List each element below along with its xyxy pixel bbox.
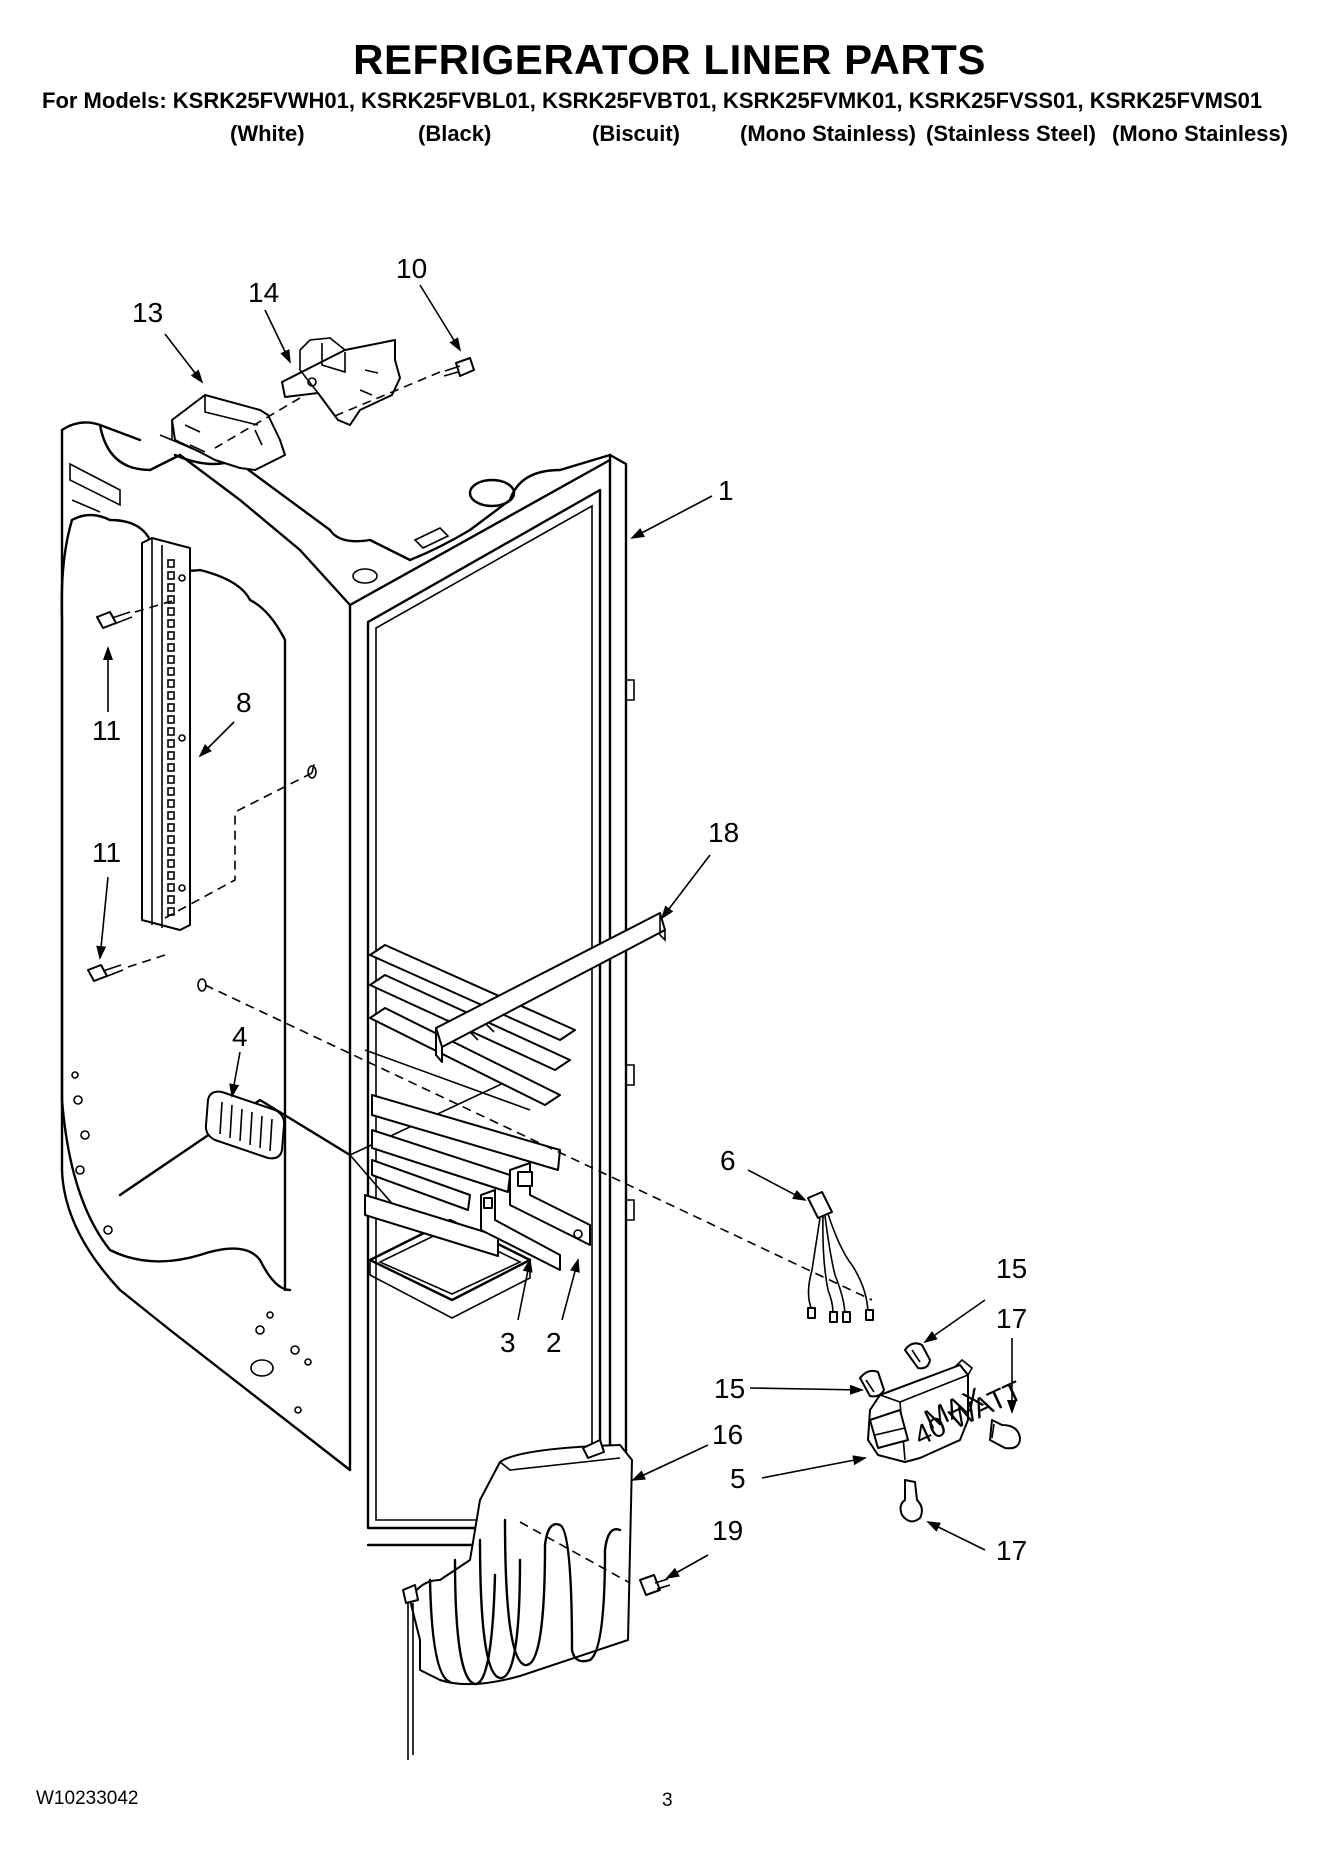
callout-14: 14	[248, 277, 279, 308]
part-17-bulb-upper	[989, 1419, 1021, 1450]
doc-number: W10233042	[36, 1788, 139, 1809]
part-13-control-housing	[159, 394, 286, 471]
track-slot	[167, 691, 175, 700]
callout-11-lower: 11	[92, 837, 121, 868]
track-slot	[167, 739, 175, 748]
callout-arrows	[96, 284, 1017, 1579]
variant-mono-stainless-2: (Mono Stainless)	[1112, 121, 1289, 146]
track-slot	[167, 727, 175, 736]
track-slot	[167, 799, 175, 808]
page-number: 3	[662, 1790, 673, 1811]
track-slot	[167, 811, 175, 820]
variant-white: (White)	[230, 121, 305, 146]
track-slot	[167, 835, 175, 844]
part-6-wire-harness	[807, 1191, 874, 1323]
part-17-bulb-lower	[899, 1479, 923, 1523]
callout-4: 4	[232, 1021, 248, 1052]
part-11-screw-lower	[87, 964, 124, 982]
part-15-clip-lower	[859, 1369, 885, 1398]
variant-stainless-steel: (Stainless Steel)	[926, 121, 1096, 146]
variant-mono-stainless-1: (Mono Stainless)	[740, 121, 917, 146]
track-slot	[167, 631, 175, 640]
track-slot	[167, 823, 175, 832]
callout-2: 2	[546, 1327, 562, 1358]
part-8-track	[141, 537, 191, 931]
variant-black: (Black)	[418, 121, 492, 146]
callout-10: 10	[396, 253, 427, 284]
track-slot	[167, 871, 175, 880]
track-slot	[167, 667, 175, 676]
callout-8: 8	[236, 687, 252, 718]
parts-2-3-brackets	[480, 1162, 591, 1271]
callout-17-upper: 17	[996, 1303, 1027, 1334]
callout-16: 16	[712, 1419, 743, 1450]
track-slot	[167, 655, 175, 664]
track-slot	[167, 859, 175, 868]
track-slot	[167, 571, 175, 580]
callout-19: 19	[712, 1515, 743, 1546]
track-slot	[167, 847, 175, 856]
track-slot	[167, 775, 175, 784]
callout-17-lower: 17	[996, 1535, 1027, 1566]
callout-13: 13	[132, 297, 163, 328]
inner-rails	[364, 944, 576, 1257]
track-slot	[167, 763, 175, 772]
callout-11-upper: 11	[92, 715, 121, 746]
track-slot	[167, 883, 175, 892]
page-title: REFRIGERATOR LINER PARTS	[353, 36, 986, 83]
callout-15-upper: 15	[996, 1253, 1027, 1284]
track-slot	[167, 679, 175, 688]
part-14-bracket	[281, 337, 401, 426]
track-slot	[167, 619, 175, 628]
callout-18: 18	[708, 817, 739, 848]
callout-5: 5	[730, 1463, 746, 1494]
track-slot	[167, 595, 175, 604]
part-11-screw-upper	[96, 611, 133, 629]
variant-biscuit: (Biscuit)	[592, 121, 680, 146]
track-slot	[167, 559, 175, 568]
callout-15-lower: 15	[714, 1373, 745, 1404]
part-16-evaporator	[402, 1439, 633, 1760]
part-19-screw	[639, 1574, 671, 1596]
track-slot	[167, 715, 175, 724]
track-slot	[167, 751, 175, 760]
models-line: For Models: KSRK25FVWH01, KSRK25FVBL01, …	[42, 88, 1263, 113]
track-slot	[167, 583, 175, 592]
track-slot	[167, 643, 175, 652]
callout-3: 3	[500, 1327, 516, 1358]
track-slot	[167, 703, 175, 712]
track-slot	[167, 895, 175, 904]
callout-1: 1	[718, 475, 734, 506]
part-10-screw	[443, 357, 475, 377]
part-4-grille	[204, 1090, 286, 1160]
part-15-clip-upper	[904, 1342, 931, 1370]
callout-6: 6	[720, 1145, 736, 1176]
track-slot	[167, 607, 175, 616]
part-18-bracket	[435, 912, 666, 1063]
track-slot	[167, 787, 175, 796]
